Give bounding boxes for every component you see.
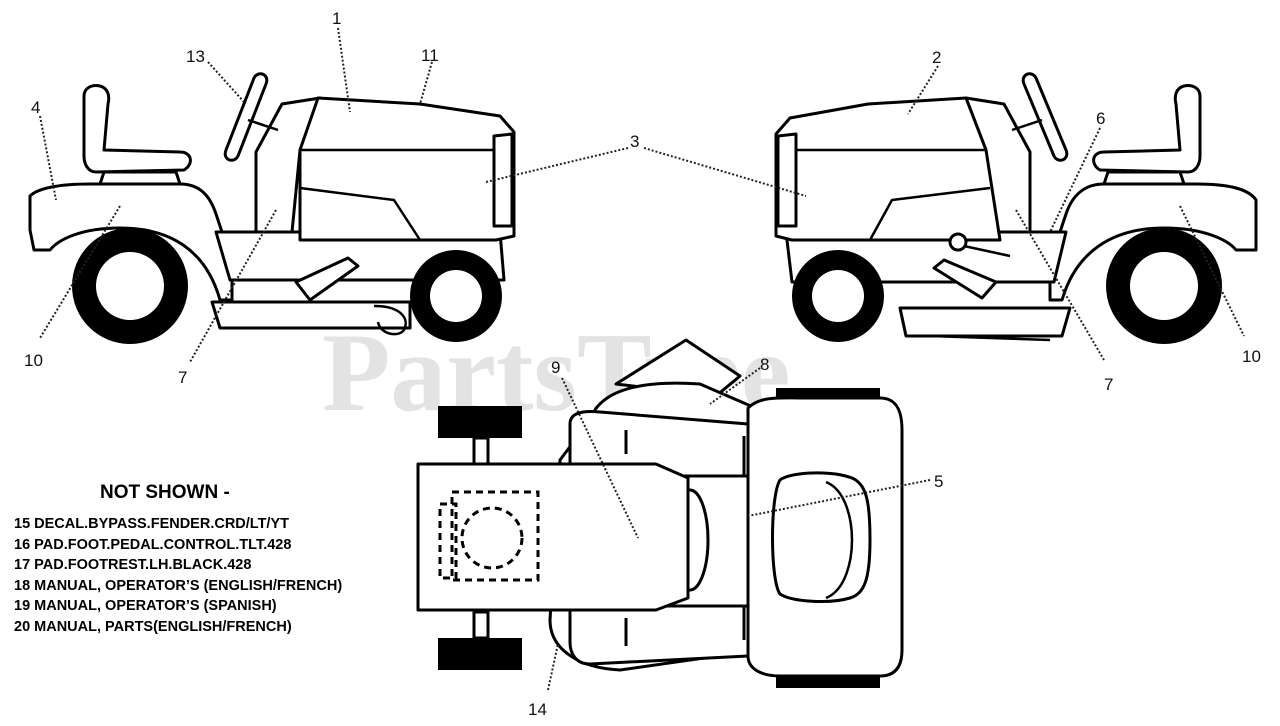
top-seat — [771, 471, 872, 603]
left-front-rim — [430, 270, 482, 322]
right-front-rim — [812, 270, 864, 322]
top-view-tractor — [416, 338, 904, 688]
left-rear-rim — [96, 252, 164, 320]
right-deck-edge — [929, 334, 1051, 342]
leader-13 — [207, 61, 245, 103]
right-headlight-grille — [776, 132, 798, 228]
callout-7-right: 7 — [1104, 375, 1113, 394]
left-rear-fender — [28, 182, 234, 302]
left-steering-wheel — [223, 72, 269, 162]
leader-3a — [485, 147, 629, 183]
left-hood — [298, 96, 516, 242]
not-shown-item: 15 DECAL.BYPASS.FENDER.CRD/LT/YT — [14, 516, 289, 532]
top-hood — [416, 462, 690, 612]
callout-2: 2 — [932, 48, 941, 67]
left-seat-base — [98, 170, 182, 186]
leader-5 — [747, 479, 931, 517]
right-control-knob — [948, 232, 968, 252]
top-hood-dashed-panel — [450, 490, 540, 582]
left-foot-pedal — [294, 256, 360, 302]
leader-3b — [643, 147, 807, 197]
callout-7-left: 7 — [178, 368, 187, 387]
left-hood-panel-line — [299, 186, 422, 241]
top-hood-dashed-grille — [438, 502, 458, 580]
not-shown-header: NOT SHOWN - — [100, 482, 230, 503]
right-foot-pedal — [932, 258, 998, 300]
left-side-view-tractor — [28, 72, 516, 344]
not-shown-item: 20 MANUAL, PARTS(ENGLISH/FRENCH) — [14, 618, 292, 635]
callout-13: 13 — [186, 47, 205, 66]
left-seat — [82, 84, 192, 174]
right-hood — [774, 96, 1002, 242]
leader-7b — [1015, 209, 1105, 361]
callout-14: 14 — [528, 700, 547, 719]
not-shown-list: NOT SHOWN - 15 DECAL.BYPASS.FENDER.CRD/L… — [14, 482, 414, 637]
not-shown-item: 18 MANUAL, OPERATOR’S (ENGLISH/FRENCH) — [14, 577, 343, 594]
right-control-lever — [963, 244, 1011, 258]
not-shown-item: 16 PAD.FOOT.PEDAL.CONTROL.TLT.428 — [14, 536, 292, 553]
callouts: 1 2 3 4 5 6 7 7 8 9 10 10 11 13 14 — [24, 9, 1261, 719]
leader-11 — [419, 61, 433, 105]
callout-10-right: 10 — [1242, 347, 1261, 366]
top-front-axle-right — [472, 610, 490, 640]
top-hood-dashed-circle — [460, 506, 524, 570]
right-seat — [1092, 84, 1202, 174]
right-seat-base — [1102, 170, 1186, 186]
top-front-right-tire — [438, 638, 522, 670]
right-rear-rim — [1130, 252, 1198, 320]
leader-lines — [39, 27, 1245, 691]
top-front-left-tire — [438, 406, 522, 438]
not-shown-item: 17 PAD.FOOTREST.LH.BLACK.428 — [14, 557, 252, 573]
right-steering-wheel — [1021, 72, 1069, 162]
callout-4: 4 — [31, 98, 40, 117]
right-mower-deck — [898, 306, 1072, 338]
top-front-axle-left — [472, 436, 490, 466]
callout-3: 3 — [630, 132, 639, 151]
not-shown-item: 19 MANUAL, OPERATOR’S (SPANISH) — [14, 598, 277, 614]
leader-10b — [1179, 205, 1245, 337]
leader-6 — [1049, 127, 1101, 233]
leader-7a — [189, 209, 277, 363]
left-mower-deck — [210, 300, 412, 330]
right-steering-column — [1011, 118, 1043, 132]
right-side-view-tractor — [774, 72, 1258, 344]
callout-9: 9 — [551, 358, 560, 377]
right-hood-panel-line — [868, 186, 991, 241]
left-steering-column — [247, 118, 279, 132]
callout-10-left: 10 — [24, 351, 43, 370]
leader-2 — [907, 65, 939, 115]
left-discharge-chute — [373, 304, 407, 336]
callout-11: 11 — [421, 46, 439, 65]
callout-6: 6 — [1096, 109, 1105, 128]
callout-8: 8 — [760, 355, 769, 374]
right-rear-fender — [1048, 182, 1258, 302]
callout-1: 1 — [332, 9, 341, 28]
leader-9 — [561, 377, 639, 539]
callout-5: 5 — [934, 472, 943, 491]
left-headlight-grille — [492, 132, 514, 228]
top-seat-back — [825, 480, 854, 600]
leader-14 — [547, 643, 559, 691]
leader-10a — [39, 205, 121, 339]
